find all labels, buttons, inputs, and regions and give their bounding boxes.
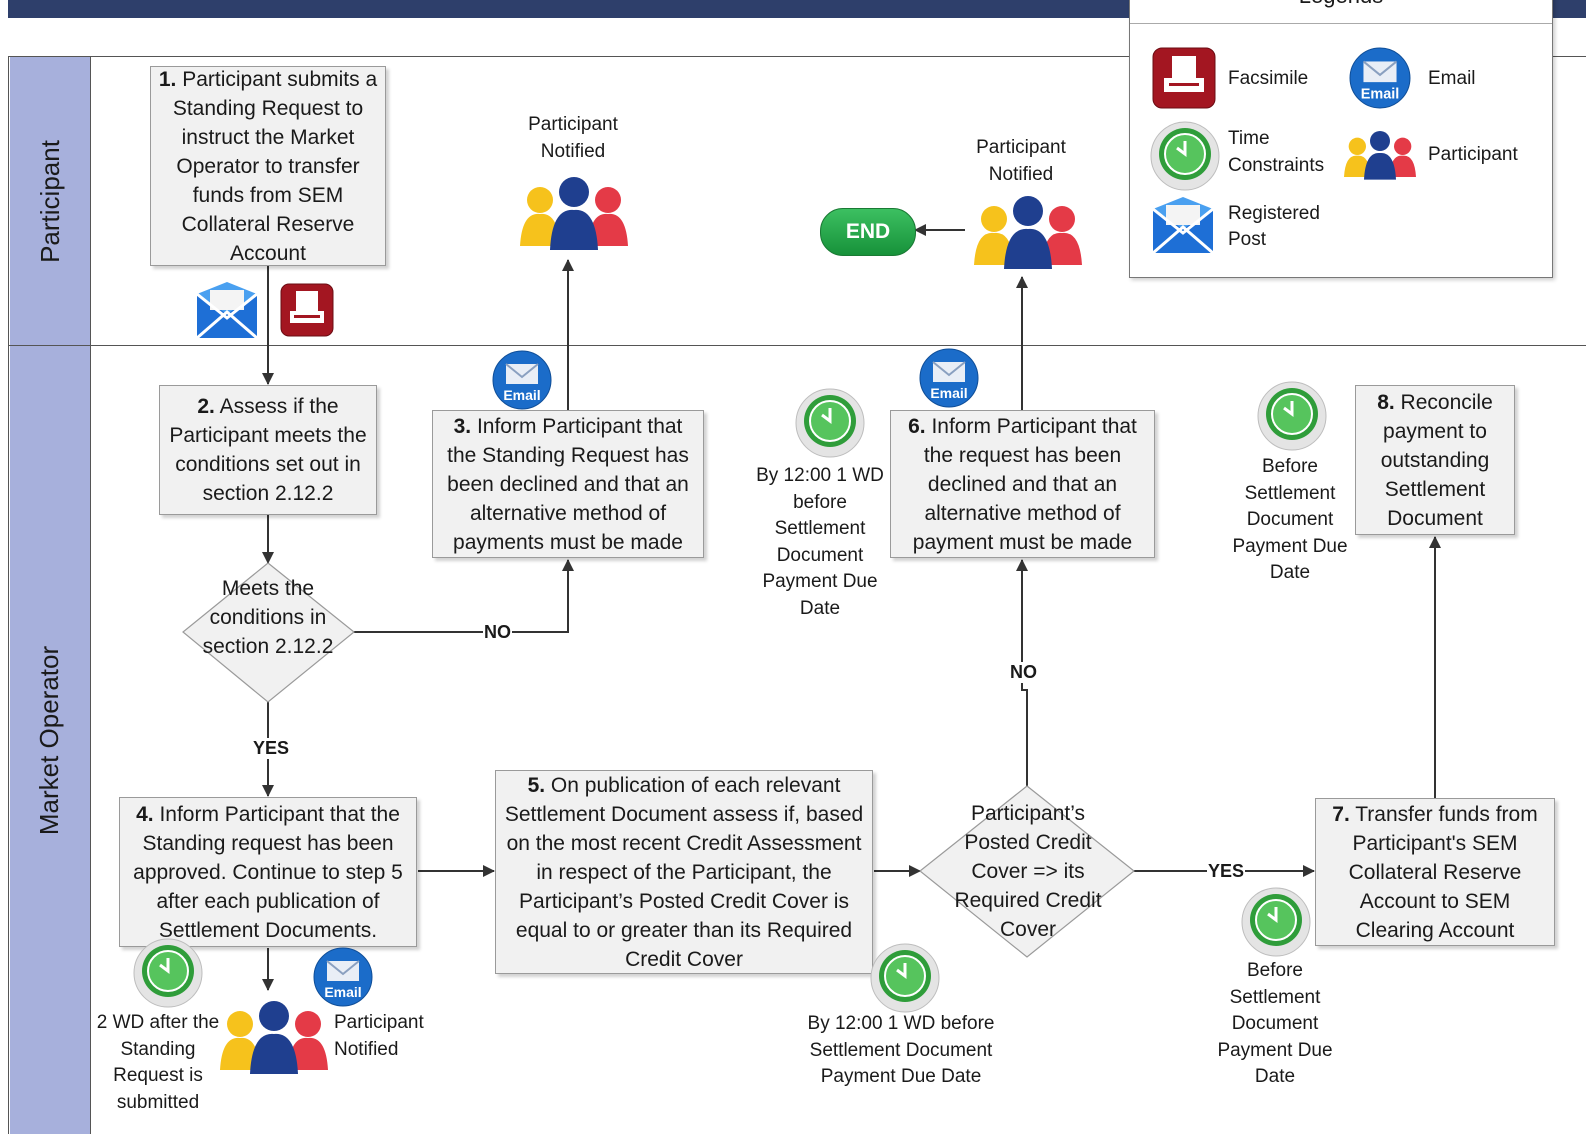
step-1-box: 1. Participant submits a Standing Reques… [150, 66, 386, 266]
step-4-box: 4. Inform Participant that the Standing … [119, 797, 417, 947]
participant-notified-text-3: Participant Notified [334, 1012, 424, 1060]
time-constraint-text-4: By 12:00 1 WD before Settlement Document… [807, 1013, 995, 1087]
step-7-number: 7. [1332, 802, 1350, 826]
step-5-box: 5. On publication of each relevant Settl… [495, 770, 873, 974]
label-no-1: NO [483, 622, 512, 643]
clock-icon [795, 388, 865, 458]
step-8-text: Reconcile payment to outstanding Settlem… [1380, 390, 1493, 530]
step-3-box: 3. Inform Participant that the Standing … [432, 410, 704, 558]
svg-text:Email: Email [324, 984, 361, 1000]
legend-time-label-line-1: Time [1228, 128, 1270, 149]
step-6-number: 6. [908, 414, 926, 438]
label-no-2: NO [1009, 662, 1038, 683]
legend-registered-post-line-2: Post [1228, 229, 1267, 250]
participant-group-icon [520, 177, 628, 250]
step-1-number: 1. [158, 67, 177, 91]
facsimile-icon [1152, 47, 1216, 109]
participant-notified-text-2: Participant Notified [976, 137, 1066, 185]
svg-text:Email: Email [1361, 87, 1400, 103]
participant-group-icon [220, 1001, 328, 1074]
email-icon: Email [1349, 47, 1411, 109]
decision-diamond-2 [919, 785, 1135, 958]
time-constraint-text-1: By 12:00 1 WD before Settlement Document… [756, 465, 884, 619]
step-3-number: 3. [453, 414, 472, 438]
step-2-number: 2. [197, 395, 215, 418]
facsimile-icon [280, 283, 334, 337]
label-yes-1: YES [252, 738, 291, 759]
step-6-box: 6. Inform Participant that the request h… [890, 410, 1155, 558]
email-icon: Email [313, 947, 373, 1007]
step-7-text: Transfer funds from Participant's SEM Co… [1348, 802, 1538, 942]
label-yes-2: YES [1207, 861, 1246, 882]
end-terminator: END [820, 208, 916, 256]
lane-divider [8, 345, 1586, 346]
registered-post-icon [1152, 197, 1214, 255]
step-3-text: Inform Participant that the Standing Req… [447, 414, 689, 554]
time-constraint-text-3: 2 WD after the Standing Request is submi… [96, 1012, 220, 1113]
legend-panel: Legends Facsimile Email Email Time Const… [1129, 0, 1553, 278]
decision-diamond-1 [182, 562, 355, 703]
step-8-box: 8. Reconcile payment to outstanding Sett… [1355, 385, 1515, 535]
step-2-text: Assess if the Participant meets the cond… [169, 395, 367, 505]
legend-facsimile-label: Facsimile [1228, 68, 1309, 89]
step-2-box: 2. Assess if the Participant meets the c… [159, 385, 377, 515]
svg-text:Email: Email [503, 387, 540, 403]
diagram-frame [8, 18, 1586, 1134]
participant-notified-text-1: Participant Notified [528, 114, 618, 162]
registered-post-icon [196, 282, 258, 340]
email-icon: Email [492, 350, 552, 410]
participant-group-icon [974, 196, 1082, 269]
participant-group-icon [1344, 131, 1416, 180]
clock-icon [1150, 121, 1220, 191]
legend-time-label-line-2: Constraints [1228, 155, 1325, 176]
step-1-text: Participant submits a Standing Request t… [172, 67, 378, 265]
clock-icon [1241, 887, 1311, 957]
legend-email-label: Email [1428, 68, 1476, 89]
svg-text:Email: Email [930, 385, 967, 401]
legend-participant-label: Participant [1428, 144, 1518, 165]
step-8-number: 8. [1377, 390, 1395, 414]
clock-icon [133, 938, 203, 1008]
decision-1-text: Meets the conditions in section 2.12.2 [202, 577, 334, 658]
time-constraint-text-2: Before Settlement Document Payment Due D… [1232, 456, 1348, 583]
step-6-text: Inform Participant that the request has … [912, 414, 1137, 554]
step-5-number: 5. [527, 773, 546, 797]
lane-label-participant: Participant [10, 57, 91, 345]
lane-label-market-operator: Market Operator [10, 346, 91, 1134]
step-7-box: 7. Transfer funds from Participant's SEM… [1315, 798, 1555, 946]
time-constraint-text-5: Before Settlement Document Payment Due D… [1217, 960, 1333, 1087]
clock-icon [1257, 381, 1327, 451]
step-4-number: 4. [136, 802, 154, 826]
clock-icon [870, 943, 940, 1013]
legend-title: Legends [1130, 0, 1552, 24]
decision-2-text: Participant’s Posted Credit Cover => its… [954, 802, 1102, 941]
step-5-text: On publication of each relevant Settleme… [504, 773, 864, 971]
legend-registered-post-line-1: Registered [1228, 203, 1320, 224]
step-4-text: Inform Participant that the Standing req… [133, 802, 403, 942]
email-icon: Email [919, 348, 979, 408]
